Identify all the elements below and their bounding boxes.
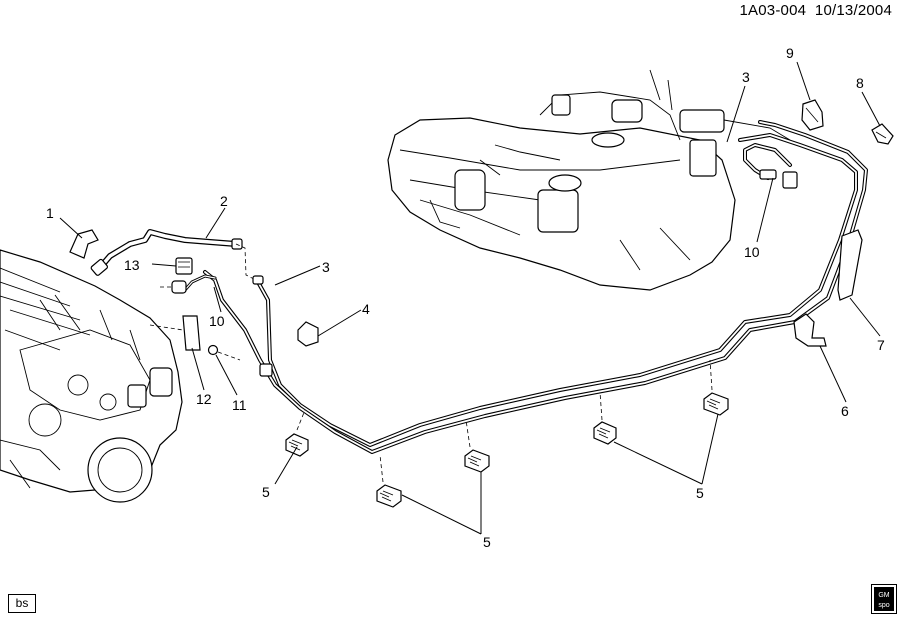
- leader-lines: [59, 61, 881, 535]
- callouts: 1 2 3 3 4 5 5 5 6 7 8 9 10 10 11 12 13: [46, 45, 885, 550]
- shield-part-7: [837, 229, 863, 301]
- fuel-pipe-return: [203, 120, 868, 454]
- fuel-tank: [387, 69, 791, 291]
- clip-part-4: [297, 321, 319, 347]
- callout-13: 13: [124, 257, 140, 273]
- clip-part-5: [285, 392, 729, 508]
- logo-line-1: GM: [878, 592, 889, 599]
- diagram-date: 10/13/2004: [814, 2, 892, 19]
- clip-part-1: [69, 229, 99, 259]
- clip-part-8: [871, 123, 894, 145]
- callout-10-tank: 10: [744, 244, 760, 260]
- fuel-hose-part-2: [90, 229, 243, 276]
- callout-4: 4: [362, 301, 370, 317]
- bracket-part-12: [149, 315, 201, 351]
- callout-9: 9: [786, 45, 794, 61]
- bracket-fitting: [259, 363, 273, 377]
- bracket-part-10-left: [160, 274, 217, 294]
- clip-part-9: [801, 99, 824, 131]
- clip-alignment-dashes: [296, 359, 713, 483]
- callout-3-line: 3: [322, 259, 330, 275]
- callout-11: 11: [232, 397, 247, 413]
- engine-assembly: [0, 249, 183, 503]
- tank-end-pipe: [743, 143, 798, 189]
- callout-10-engine: 10: [209, 313, 225, 329]
- callout-5-center: 5: [483, 534, 491, 550]
- callout-3-tank: 3: [742, 69, 750, 85]
- logo-line-2: spo: [878, 602, 889, 609]
- callout-7: 7: [877, 337, 885, 353]
- callout-8: 8: [856, 75, 864, 91]
- callout-12: 12: [196, 391, 212, 407]
- gm-spo-logo-icon: GM spo: [871, 584, 897, 614]
- section-badge: bs: [8, 594, 36, 613]
- diagram-header: 1A03-004 10/13/2004: [740, 2, 892, 19]
- callout-5-right: 5: [696, 485, 704, 501]
- fuel-pipe-main: [256, 133, 858, 447]
- pipe-fitting: [252, 275, 264, 285]
- retainer-part-11: [207, 344, 241, 361]
- diagram-code: 1A03-004: [739, 2, 807, 19]
- callout-5-left: 5: [262, 484, 270, 500]
- callout-2: 2: [220, 193, 228, 209]
- callout-1: 1: [46, 205, 54, 221]
- hose-connection-dash: [235, 243, 257, 281]
- callout-6: 6: [841, 403, 849, 419]
- bracket-part-6: [793, 313, 827, 347]
- retainer-part-13: [175, 257, 193, 275]
